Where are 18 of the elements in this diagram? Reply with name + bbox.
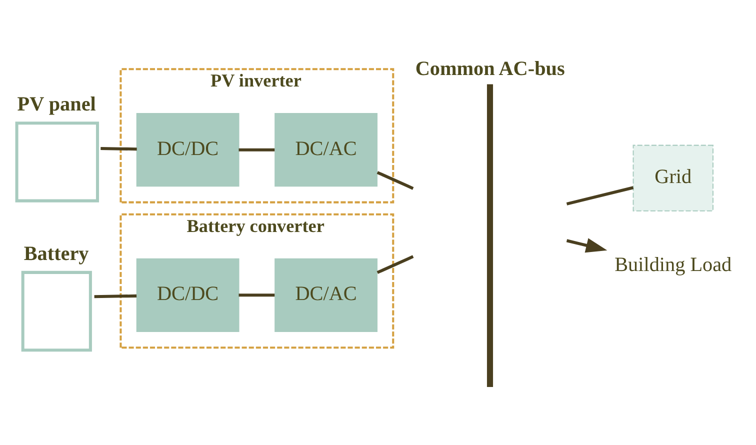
- connector: [238, 294, 275, 297]
- node-label: Common AC-bus: [415, 58, 565, 80]
- node-box: DC/AC: [274, 258, 378, 332]
- connector: [94, 294, 137, 298]
- node-label: Battery: [24, 242, 89, 265]
- node-box: DC/AC: [274, 113, 378, 187]
- node-label: PV panel: [17, 94, 96, 116]
- connector: [566, 186, 634, 206]
- node-box: DC/DC: [136, 113, 240, 187]
- arrow: [566, 238, 608, 253]
- node-text: Building Load: [614, 254, 732, 276]
- connector: [376, 171, 414, 190]
- node-box: Grid: [632, 144, 714, 212]
- node-box: DC/DC: [136, 258, 240, 332]
- connector: [376, 255, 414, 274]
- connector: [238, 148, 275, 152]
- connector: [100, 147, 137, 151]
- node-box: [486, 84, 494, 387]
